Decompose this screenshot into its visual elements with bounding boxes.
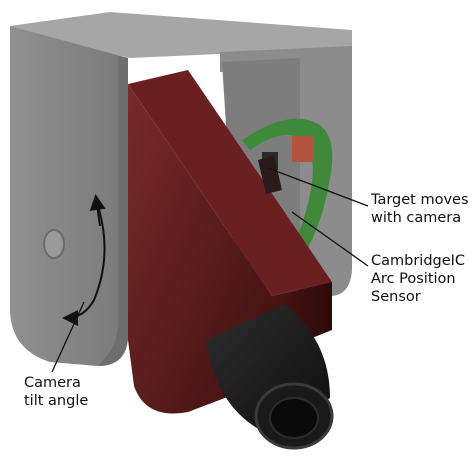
sensor-callout-line-3: Sensor bbox=[371, 289, 421, 305]
sensor-callout-line-2: Arc Position bbox=[371, 271, 456, 287]
target-callout-line-2: with camera bbox=[371, 210, 462, 226]
sensor-connector bbox=[292, 136, 314, 162]
tilt-callout-line-1: Camera bbox=[24, 375, 81, 391]
leader-sensor bbox=[291, 211, 369, 267]
target-callout: Target moves with camera bbox=[371, 191, 469, 227]
sensor-callout-line-1: CambridgeIC bbox=[371, 253, 466, 269]
sensor-callout: CambridgeIC Arc Position Sensor bbox=[371, 252, 465, 306]
leader-target bbox=[267, 167, 369, 207]
target-block bbox=[258, 156, 282, 194]
target-callout-line-1: Target moves bbox=[371, 192, 469, 208]
pivot-pin bbox=[43, 229, 65, 259]
camera-body-top bbox=[128, 70, 332, 296]
bracket-top bbox=[10, 12, 352, 58]
lens-glass bbox=[269, 397, 319, 439]
bracket-left-edge bbox=[98, 56, 128, 366]
tilt-callout-line-2: tilt angle bbox=[24, 393, 89, 409]
tilt-callout: Camera tilt angle bbox=[24, 374, 88, 410]
tilt-arc-arrow-top bbox=[89, 194, 106, 227]
leader-tilt bbox=[51, 301, 85, 373]
bracket-right-wall bbox=[220, 46, 352, 296]
camera bbox=[128, 70, 334, 450]
bracket-left-wall bbox=[10, 26, 128, 366]
sensor-pcb bbox=[242, 118, 333, 269]
